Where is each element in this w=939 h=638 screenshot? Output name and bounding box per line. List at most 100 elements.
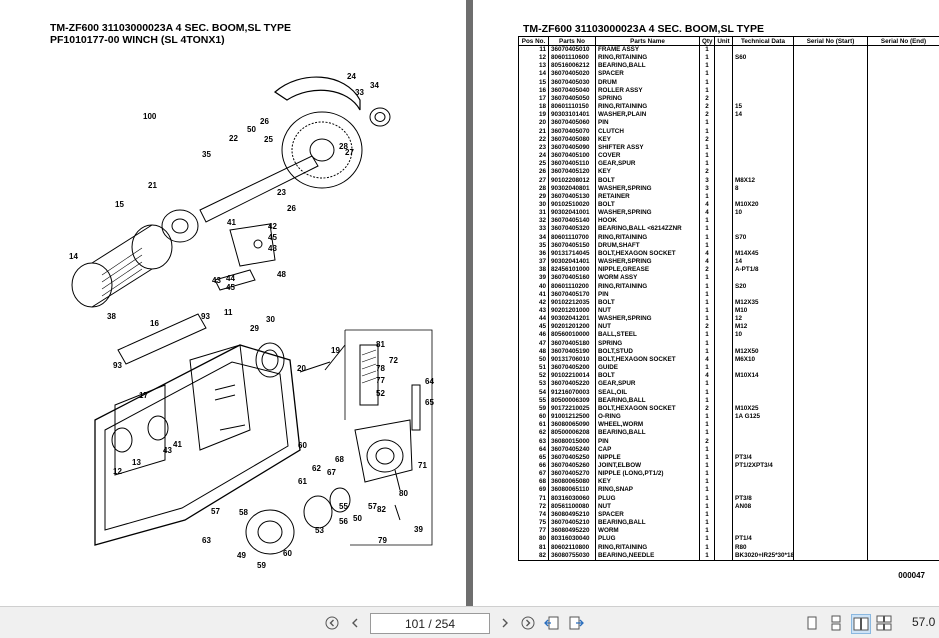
cell-parts-no: 36070405320 [549, 225, 596, 233]
cell-technical-data [733, 193, 794, 201]
cell-pos-no: 27 [519, 177, 549, 185]
cell-serial-end [868, 250, 939, 258]
cell-pos-no: 46 [519, 331, 549, 339]
cell-pos-no: 77 [519, 527, 549, 535]
cell-pos-no: 24 [519, 152, 549, 160]
cell-serial-end [868, 70, 939, 78]
two-page-continuous-button[interactable] [875, 614, 893, 632]
previous-page-button[interactable] [346, 614, 364, 632]
cell-parts-no: 36080015000 [549, 438, 596, 446]
next-view-button[interactable] [567, 614, 585, 632]
cell-parts-no: 36070405180 [549, 340, 596, 348]
cell-parts-name: GEAR,SPUR [596, 160, 700, 168]
cell-pos-no: 13 [519, 62, 549, 70]
cell-technical-data [733, 168, 794, 176]
cell-pos-no: 31 [519, 209, 549, 217]
right-page-title: TM-ZF600 31103000023A 4 SEC. BOOM,SL TYP… [523, 23, 764, 35]
cell-qty: 1 [700, 552, 715, 561]
cell-qty: 1 [700, 152, 715, 160]
continuous-view-button[interactable] [827, 614, 845, 632]
first-page-button[interactable] [323, 614, 341, 632]
cell-serial-start [794, 95, 868, 103]
page-number-input[interactable]: 101 / 254 [370, 613, 490, 634]
single-page-view-button[interactable] [803, 614, 821, 632]
next-page-button[interactable] [496, 614, 514, 632]
cell-parts-name: BEARING,BALL [596, 397, 700, 405]
cell-serial-end [868, 46, 939, 55]
winch-exploded-diagram: 100 24 34 33 50 26 25 35 22 28 27 21 15 … [0, 0, 468, 606]
cell-serial-start [794, 242, 868, 250]
cell-parts-name: JOINT,ELBOW [596, 462, 700, 470]
cell-parts-name: RETAINER [596, 193, 700, 201]
cell-parts-no: 36070405090 [549, 144, 596, 152]
cell-serial-end [868, 397, 939, 405]
cell-qty: 1 [700, 54, 715, 62]
cell-parts-name: RING,RITAINING [596, 283, 700, 291]
svg-text:26: 26 [260, 117, 269, 126]
cell-serial-start [794, 544, 868, 552]
cell-parts-no: 36070405150 [549, 242, 596, 250]
last-page-button[interactable] [519, 614, 537, 632]
cell-parts-no: 36070405270 [549, 470, 596, 478]
cell-parts-name: HOOK [596, 217, 700, 225]
cell-technical-data [733, 438, 794, 446]
cell-parts-name: FRAME ASSY [596, 46, 700, 55]
cell-technical-data: 14 [733, 258, 794, 266]
cell-parts-name: NIPPLE (LONG,PT1/2) [596, 470, 700, 478]
cell-technical-data [733, 136, 794, 144]
cell-unit [715, 372, 733, 380]
cell-pos-no: 25 [519, 160, 549, 168]
cell-unit [715, 217, 733, 225]
cell-technical-data [733, 446, 794, 454]
svg-text:35: 35 [202, 150, 211, 159]
cell-parts-name: SHIFTER ASSY [596, 144, 700, 152]
cell-technical-data: M10X20 [733, 201, 794, 209]
next-page-icon [498, 616, 512, 630]
cell-qty: 1 [700, 46, 715, 55]
cell-parts-name: WASHER,SPRING [596, 315, 700, 323]
svg-text:13: 13 [132, 458, 141, 467]
cell-technical-data [733, 389, 794, 397]
svg-text:20: 20 [297, 364, 306, 373]
cell-qty: 2 [700, 266, 715, 274]
cell-serial-end [868, 266, 939, 274]
svg-text:50: 50 [353, 514, 362, 523]
cell-unit [715, 79, 733, 87]
col-header-unit: Unit [715, 37, 733, 46]
cell-parts-no: 90102208012 [549, 177, 596, 185]
cell-serial-end [868, 193, 939, 201]
cell-technical-data: PT3/4 [733, 454, 794, 462]
cell-serial-start [794, 397, 868, 405]
cell-serial-start [794, 119, 868, 127]
cell-serial-start [794, 495, 868, 503]
cell-serial-start [794, 291, 868, 299]
cell-parts-no: 36070405100 [549, 152, 596, 160]
cell-serial-end [868, 438, 939, 446]
cell-unit [715, 193, 733, 201]
cell-parts-no: 90131714045 [549, 250, 596, 258]
two-page-view-button[interactable] [851, 614, 871, 634]
cell-serial-start [794, 111, 868, 119]
zoom-level[interactable]: 57.0 [912, 615, 935, 629]
cell-pos-no: 52 [519, 372, 549, 380]
svg-text:48: 48 [277, 270, 286, 279]
cell-pos-no: 75 [519, 519, 549, 527]
cell-parts-no: 36070405260 [549, 462, 596, 470]
cell-unit [715, 266, 733, 274]
previous-view-button[interactable] [543, 614, 561, 632]
svg-text:16: 16 [150, 319, 159, 328]
cell-serial-start [794, 389, 868, 397]
cell-qty: 1 [700, 274, 715, 282]
svg-text:65: 65 [425, 398, 434, 407]
cell-technical-data [733, 46, 794, 55]
pdf-viewer-toolbar: 101 / 254 57.0 [0, 606, 939, 638]
cell-serial-end [868, 405, 939, 413]
cell-qty: 1 [700, 503, 715, 511]
cell-pos-no: 62 [519, 429, 549, 437]
svg-text:43: 43 [163, 446, 172, 455]
cell-serial-start [794, 177, 868, 185]
